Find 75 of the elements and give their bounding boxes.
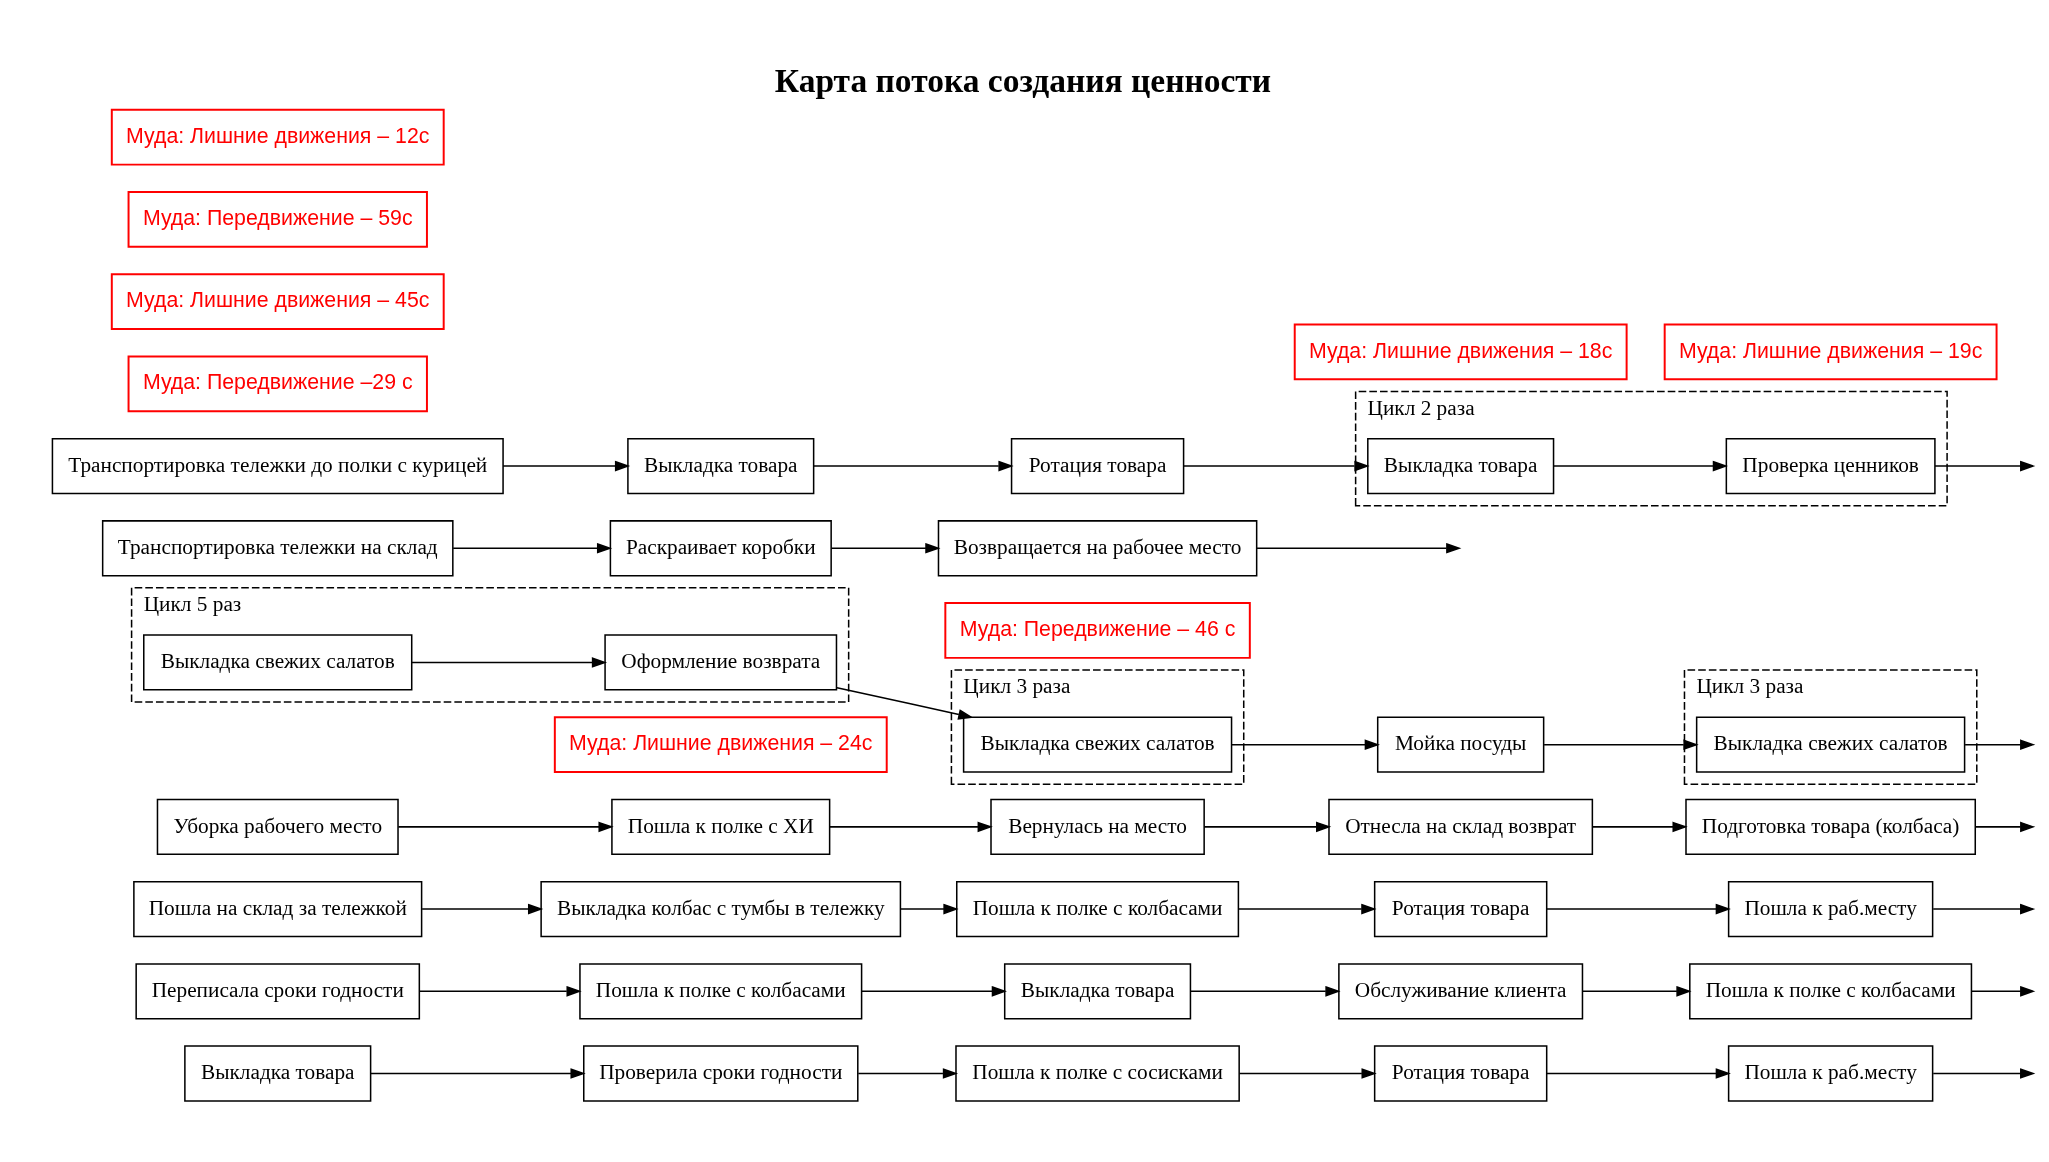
arrow bbox=[1582, 985, 1692, 997]
arrow bbox=[1591, 821, 1688, 833]
node-box: Выкладка свежих салатов bbox=[962, 716, 1233, 773]
node-box: Мойка посуды bbox=[1376, 716, 1545, 773]
arrow bbox=[1964, 739, 2036, 750]
node-box: Выкладка товара bbox=[184, 1045, 372, 1102]
node-box: Муда: Лишние движения – 18с bbox=[1293, 323, 1628, 381]
arrow bbox=[1970, 985, 2036, 997]
node-box: Выкладка товара bbox=[627, 437, 815, 495]
arrow bbox=[857, 1068, 959, 1079]
node-box: Выкладка товара bbox=[1003, 963, 1192, 1020]
arrow bbox=[836, 686, 974, 720]
node-box: Пошла к полке с колбасами bbox=[1689, 963, 1973, 1020]
node-box: Отнесла на склад возврат bbox=[1328, 798, 1594, 856]
arrow bbox=[1183, 460, 1370, 472]
arrow bbox=[829, 821, 993, 833]
node-box: Пошла к полке с ХИ bbox=[611, 798, 831, 856]
arrow bbox=[1546, 903, 1731, 915]
node-box: Переписала сроки годности bbox=[135, 963, 421, 1020]
arrow bbox=[1932, 903, 2036, 915]
arrow bbox=[1553, 460, 1728, 472]
arrow bbox=[900, 903, 959, 915]
arrow bbox=[1934, 460, 2036, 472]
node-box: Муда: Передвижение – 46 с bbox=[944, 602, 1251, 659]
arrow bbox=[397, 821, 614, 833]
node-box: Пошла к полке с сосисками bbox=[955, 1045, 1240, 1102]
node-box: Муда: Лишние движения – 12с bbox=[110, 108, 445, 166]
node-box: Пошла к полке с колбасами bbox=[579, 963, 863, 1020]
arrow bbox=[421, 903, 544, 915]
node-box: Проверка ценников bbox=[1725, 437, 1936, 495]
arrow bbox=[1256, 542, 1462, 554]
arrow bbox=[1238, 1068, 1377, 1079]
node-box: Муда: Лишние движения – 45с bbox=[110, 273, 445, 331]
arrow bbox=[370, 1068, 586, 1079]
node-box: Пошла на склад за тележкой bbox=[133, 880, 423, 938]
arrow bbox=[812, 460, 1014, 472]
node-box: Ротация товара bbox=[1373, 1045, 1548, 1102]
diagram-title: Карта потока создания ценности bbox=[774, 62, 1272, 100]
arrow bbox=[1238, 903, 1377, 915]
arrow bbox=[830, 542, 941, 554]
node-box: Вернулась на место bbox=[990, 798, 1205, 856]
node-box: Пошла к раб.месту bbox=[1727, 1045, 1934, 1102]
arrow bbox=[1546, 1068, 1731, 1079]
arrow bbox=[1974, 821, 2036, 833]
node-box: Проверила сроки годности bbox=[583, 1045, 859, 1102]
node-box: Возвращается на рабочее место bbox=[937, 520, 1258, 577]
arrow bbox=[861, 985, 1007, 997]
node-box: Муда: Лишние движения – 19с bbox=[1663, 323, 1998, 381]
arrow bbox=[1932, 1068, 2036, 1079]
node-box: Выкладка колбас с тумбы в тележку bbox=[540, 880, 902, 938]
arrow bbox=[452, 542, 613, 554]
node-box: Ротация товара bbox=[1010, 437, 1185, 495]
arrow bbox=[1543, 739, 1699, 750]
node-box: Ротация товара bbox=[1373, 880, 1548, 938]
node-box: Выкладка товара bbox=[1367, 437, 1555, 495]
node-box: Раскраивает коробки bbox=[609, 520, 832, 577]
arrow bbox=[411, 657, 608, 668]
arrow bbox=[1230, 739, 1380, 750]
node-box: Муда: Передвижение – 59с bbox=[127, 191, 428, 248]
node-box: Пошла к раб.месту bbox=[1727, 880, 1934, 938]
node-box: Выкладка свежих салатов bbox=[143, 634, 413, 691]
node-box: Пошла к полке с колбасами bbox=[956, 880, 1240, 938]
node-box: Муда: Лишние движения – 24с bbox=[553, 716, 888, 774]
arrow bbox=[1190, 985, 1341, 997]
node-box: Уборка рабочего место bbox=[156, 798, 399, 856]
arrow bbox=[418, 985, 582, 997]
node-box: Подготовка товара (колбаса) bbox=[1685, 798, 1976, 856]
node-box: Транспортировка тележки на склад bbox=[101, 520, 454, 577]
node-box: Обслуживание клиента bbox=[1338, 963, 1584, 1020]
node-box: Оформление возврата bbox=[604, 634, 838, 691]
node-box: Выкладка свежих салатов bbox=[1695, 716, 1966, 773]
node-box: Муда: Передвижение –29 с bbox=[127, 355, 428, 413]
arrow bbox=[502, 460, 631, 472]
arrow bbox=[1203, 821, 1332, 833]
node-box: Транспортировка тележки до полки с курицей bbox=[51, 437, 504, 495]
